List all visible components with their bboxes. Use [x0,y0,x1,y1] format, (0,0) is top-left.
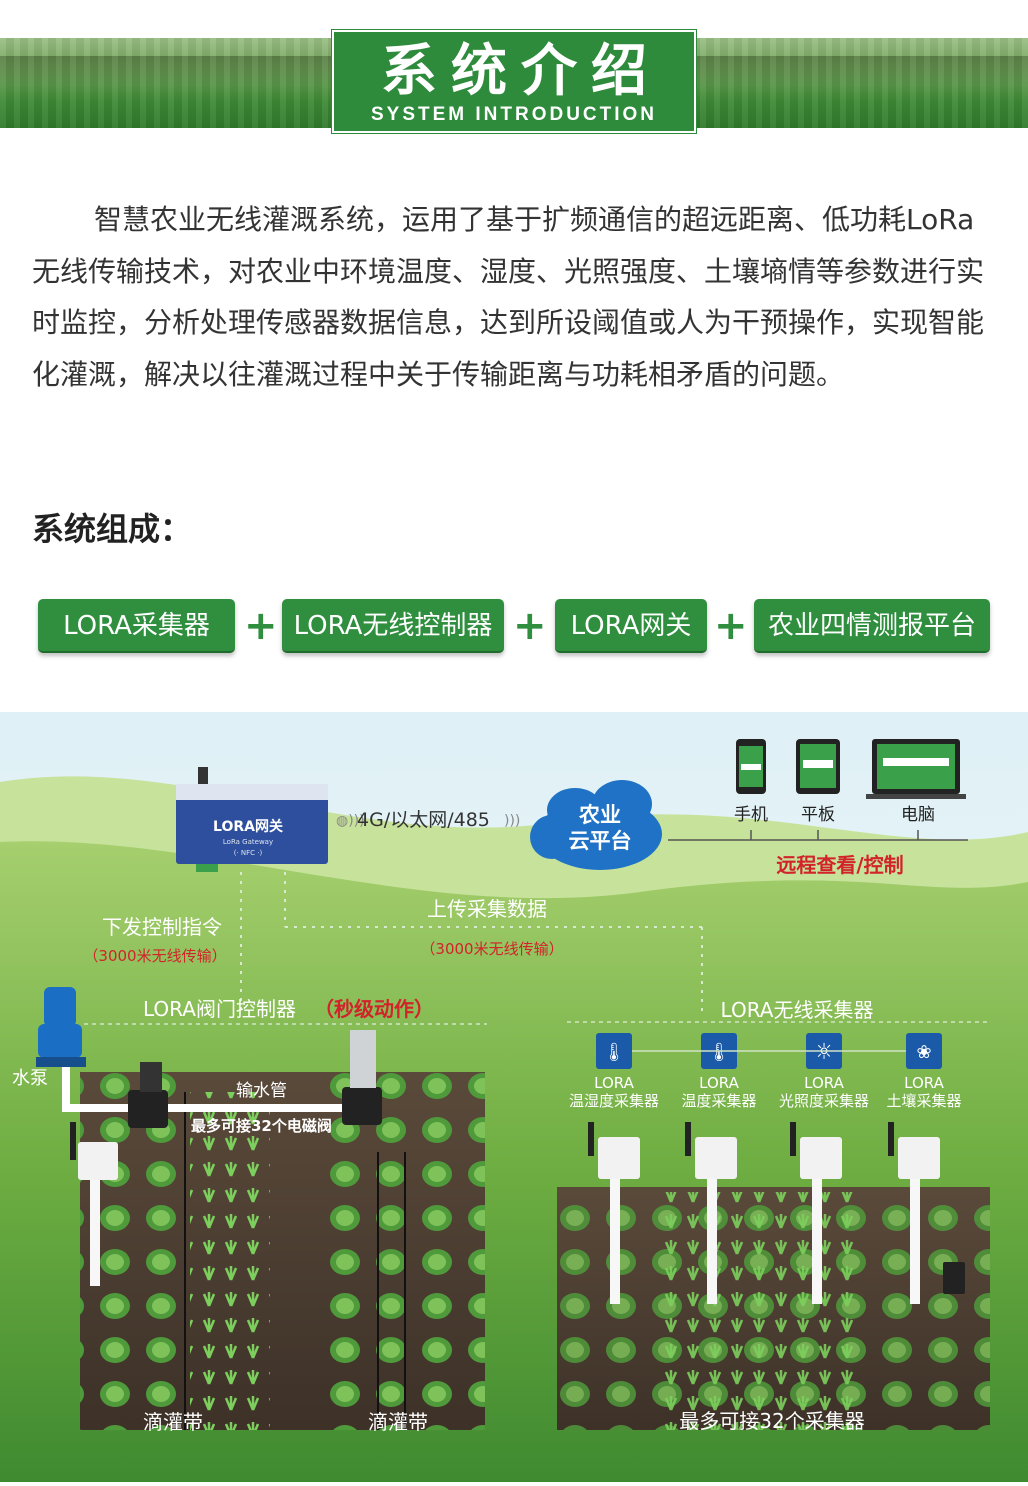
cloud-icon [530,780,662,870]
valve-max-label: 最多可接32个电磁阀 [191,1117,332,1135]
sensor-temperature: 温度采集器 [681,1092,756,1110]
wireless-paths [240,872,703,1012]
plus-sign: + [714,603,748,649]
diagram-svg: LORA网关 LoRa Gateway (· NFC ·) ◍))) 4G/以太… [0,712,1028,1482]
device-tablet: 平板 [801,805,835,825]
laptop-icon [866,739,966,799]
sensor-temp-humidity: 温湿度采集器 [569,1092,659,1110]
svg-text:☼: ☼ [814,1040,834,1065]
signal-icon: ◍))) [336,813,365,829]
water-pump-icon [36,987,86,1067]
tablet-icon [796,739,840,794]
intro-paragraph: 智慧农业无线灌溉系统，运用了基于扩频通信的超远距离、低功耗LoRa无线传输技术，… [32,203,985,391]
svg-text:❀: ❀ [916,1042,931,1063]
valve-controller-label: LORA阀门控制器 [143,997,296,1021]
right-field [557,1187,990,1430]
composition-title: 系统组成： [32,510,193,548]
pipe-label: 输水管 [236,1081,287,1101]
signal-icon: ))) [504,813,520,829]
sensor-lora-label: LORA [594,1074,634,1092]
sensor-lora-label: LORA [904,1074,944,1092]
collector-title: LORA无线采集器 [721,998,874,1022]
sensor-soil: 土壤采集器 [886,1092,961,1110]
uplink-sub: （3000米无线传输） [420,940,563,958]
link-label: 4G/以太网/485 [357,809,490,831]
drip-tape-label-2: 滴灌带 [368,1410,428,1434]
gateway-label: LORA网关 [213,818,283,835]
gateway-sub: LoRa Gateway [223,838,273,846]
svg-text:🌡: 🌡 [708,1042,731,1063]
downlink-sub: （3000米无线传输） [83,947,226,965]
component-lora-controller: LORA无线控制器 [282,599,504,653]
collector-max-label: 最多可接32个采集器 [679,1409,864,1433]
sensor-lora-label: LORA [699,1074,739,1092]
component-agri-platform: 农业四情测报平台 [754,599,990,653]
section-title: 系统介绍 [381,39,661,104]
plus-sign: + [244,603,278,649]
valve-controller-note: （秒级动作） [314,997,434,1021]
lora-controller-device [70,1122,118,1286]
water-pipe [62,1067,380,1112]
phone-icon [736,739,766,794]
sensor-device [790,1122,842,1304]
remote-label: 远程查看/控制 [776,853,903,877]
device-phone: 手机 [734,805,768,825]
sensor-lora-label: LORA [804,1074,844,1092]
lora-gateway-device: LORA网关 LoRa Gateway (· NFC ·) [176,767,328,872]
section-subtitle: SYSTEM INTRODUCTION [370,104,658,125]
intro-text: 智慧农业无线灌溉系统，运用了基于扩频通信的超远距离、低功耗LoRa无线传输技术，… [32,194,992,400]
device-computer: 电脑 [901,805,935,825]
gateway-nfc: (· NFC ·) [234,849,263,857]
plus-sign: + [513,603,547,649]
downlink-label: 下发控制指令 [102,915,222,939]
soil-icon: ❀ [906,1033,942,1069]
uplink-label: 上传采集数据 [427,897,547,921]
system-diagram: LORA网关 LoRa Gateway (· NFC ·) ◍))) 4G/以太… [0,712,1028,1482]
cloud-line2: 云平台 [569,829,632,853]
solenoid-valve-icon [342,1030,382,1125]
section-title-box: 系统介绍 SYSTEM INTRODUCTION [332,30,696,133]
svg-text:🌡: 🌡 [603,1042,626,1063]
temp-humidity-icon: 🌡 [596,1033,632,1069]
pump-label: 水泵 [12,1068,48,1089]
sensor-light: 光照度采集器 [779,1092,869,1110]
component-lora-collector: LORA采集器 [38,599,235,653]
solenoid-valve-icon [128,1062,168,1128]
cloud-line1: 农业 [578,803,621,827]
drip-tape-label-1: 滴灌带 [143,1410,203,1434]
sensor-device [888,1122,965,1304]
sensor-device [685,1122,737,1304]
component-lora-gateway: LORA网关 [555,599,707,653]
left-field [80,1072,485,1430]
sensor-device [588,1122,640,1304]
